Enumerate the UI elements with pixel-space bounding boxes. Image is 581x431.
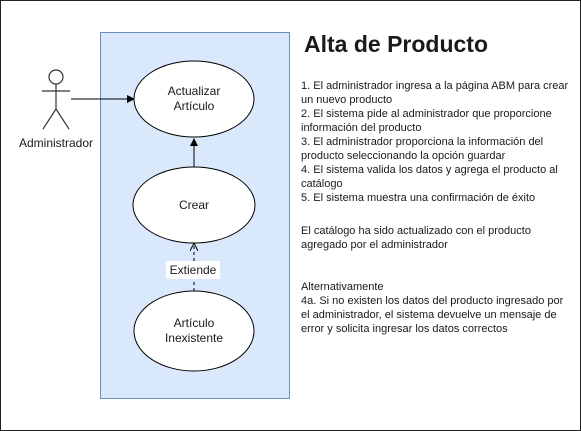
step-2: 2. El sistema pide al administrador que … <box>301 108 552 134</box>
actor-figure-icon <box>42 69 70 130</box>
step-3: 3. El administrador proporciona la infor… <box>301 136 544 162</box>
actor-label: Administrador <box>18 136 94 150</box>
step-1: 1. El administrador ingresa a la página … <box>301 80 569 106</box>
use-case-inexistente-line2: Inexistente <box>164 331 224 345</box>
step-5: 5. El sistema muestra una confirmación d… <box>301 192 536 204</box>
alternative-heading: Alternativamente <box>301 281 384 293</box>
diagram-title: Alta de Producto <box>304 31 489 57</box>
use-case-crear-label: Crear <box>178 198 209 212</box>
use-case-actualizar <box>133 60 255 138</box>
use-case-actualizar-label: Actualizar Artículo <box>134 84 254 114</box>
use-case-inexistente-label: Artículo Inexistente <box>134 316 254 346</box>
postcondition-text: El catálogo ha sido actualizado con el p… <box>301 225 531 251</box>
main-flow-steps: 1. El administrador ingresa a la página … <box>301 79 571 205</box>
extend-label: Extiende <box>166 261 220 279</box>
alternative-text: 4a. Si no existen los datos del producto… <box>301 295 564 335</box>
use-case-actualizar-line2: Artículo <box>173 99 215 113</box>
step-4: 4. El sistema valida los datos y agrega … <box>301 164 558 190</box>
alternative-flow: Alternativamente 4a. Si no existen los d… <box>301 280 571 336</box>
use-case-actualizar-line1: Actualizar <box>167 84 221 98</box>
use-case-inexistente-line1: Artículo <box>173 316 215 330</box>
